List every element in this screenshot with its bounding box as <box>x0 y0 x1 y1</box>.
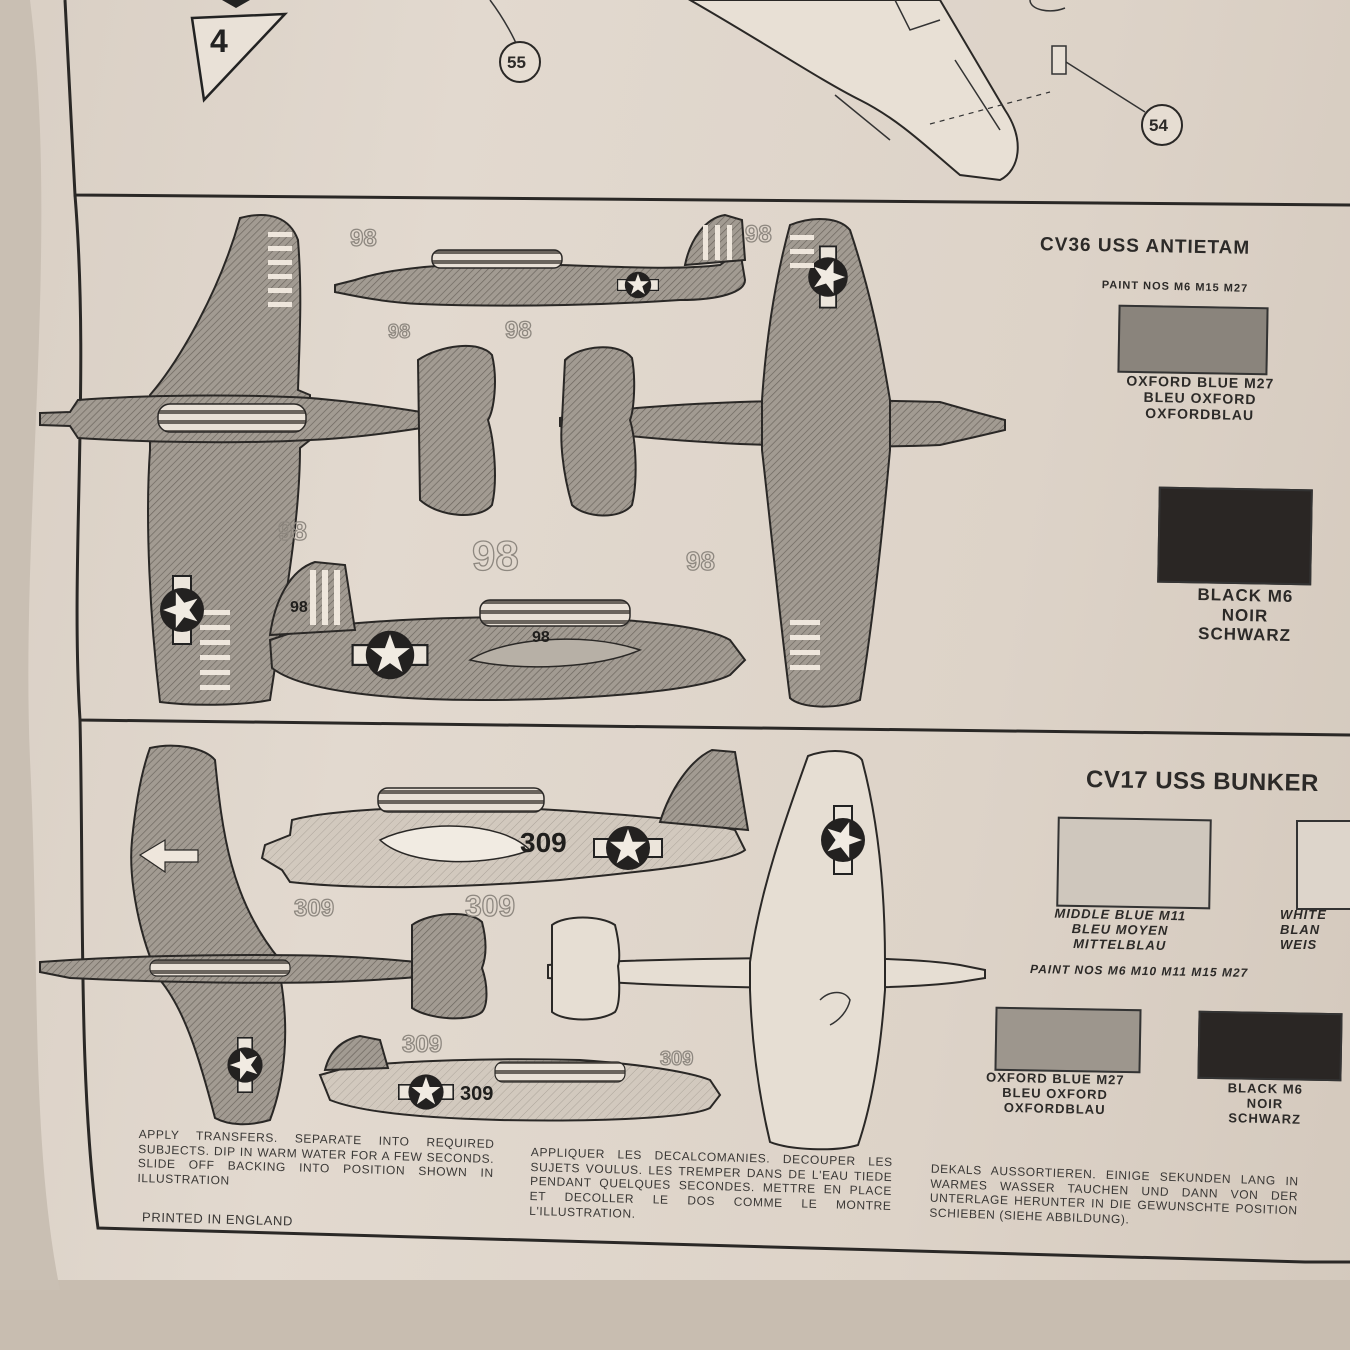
callout-54 <box>1141 104 1183 146</box>
bunker-side-view-upper: 309 309 309 <box>260 748 750 924</box>
callout-55 <box>499 41 541 83</box>
section-title-bunker: CV17 USS BUNKER <box>1085 765 1320 798</box>
bunker-number-ghost-1: 309 <box>294 895 334 922</box>
bunker-side-view-lower: 309 309 309 <box>318 1030 722 1122</box>
instructions-french: APPLIQUER LES DECALCOMANIES. DECOUPER LE… <box>529 1144 893 1221</box>
bunker-number-ghost-3: 309 <box>402 1031 442 1058</box>
step-number: 4 <box>210 23 228 59</box>
bunker-number-lower: 309 <box>460 1083 493 1105</box>
antietam-number-tail: 98 <box>290 599 308 616</box>
antietam-top-view <box>147 214 311 706</box>
antietam-fuselage-underside <box>559 218 1006 708</box>
antietam-number-upper-3: 98 <box>505 317 532 344</box>
swatch-oxford-blue-antietam <box>1117 304 1269 376</box>
svg-text:55: 55 <box>507 53 526 72</box>
antietam-number-upper-1: 98 <box>350 225 377 252</box>
label-black-antietam: BLACK M6 NOIR SCHWARZ <box>1197 585 1294 646</box>
bunker-number-ghost-2: 309 <box>465 890 515 923</box>
antietam-fuselage-plan <box>39 344 496 516</box>
label-oxford-blue-bunker: OXFORD BLUE M27 BLEU OXFORD OXFORDBLAU <box>985 1069 1125 1117</box>
swatch-black-bunker <box>1197 1010 1343 1082</box>
bunker-number-ghost-4: 309 <box>660 1048 693 1070</box>
swatch-black-antietam <box>1157 486 1313 586</box>
label-white: WHITE BLAN WEIS <box>1280 907 1327 952</box>
bunker-underside-view <box>547 750 986 1151</box>
label-oxford-blue-antietam: OXFORD BLUE M27 BLEU OXFORD OXFORDBLAU <box>1126 372 1275 424</box>
bunker-number-fuselage: 309 <box>520 827 567 858</box>
label-middle-blue: MIDDLE BLUE M11 BLEU MOYEN MITTELBLAU <box>1054 905 1187 953</box>
svg-text:54: 54 <box>1149 116 1168 135</box>
bunker-top-view <box>39 744 488 1126</box>
label-black-bunker: BLACK M6 NOIR SCHWARZ <box>1227 1080 1304 1127</box>
swatch-middle-blue <box>1056 816 1212 910</box>
swatch-oxford-blue-bunker <box>994 1006 1142 1074</box>
antietam-side-view-lower: 98 98 98 98 98 <box>268 515 747 702</box>
antietam-number-upper-2: 98 <box>745 221 772 248</box>
step-marker <box>190 12 289 103</box>
antietam-side-view-upper: 98 98 98 98 <box>334 213 772 345</box>
antietam-number-upper-4: 98 <box>388 321 410 343</box>
section-title-antietam: CV36 USS ANTIETAM <box>1039 234 1251 259</box>
swatch-white <box>1296 820 1350 910</box>
instructions-english: APPLY TRANSFERS. SEPARATE INTO REQUIRED … <box>137 1127 495 1188</box>
antietam-number-lower-2: 98 <box>472 532 519 579</box>
antietam-number-lower-1: 98 <box>278 516 307 546</box>
antietam-number-cowl: 98 <box>532 629 550 646</box>
antietam-number-lower-3: 98 <box>686 546 715 576</box>
